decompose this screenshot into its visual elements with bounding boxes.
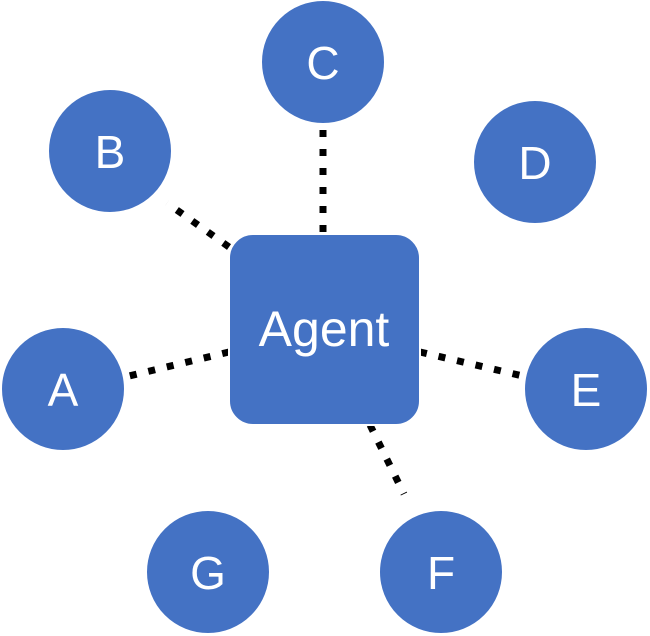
connector-agent-b <box>164 200 232 250</box>
node-g-label: G <box>190 547 226 599</box>
node-d-circle <box>472 99 598 225</box>
node-a-label: A <box>48 364 79 416</box>
node-c: C <box>260 0 386 125</box>
node-f-label: F <box>427 547 455 599</box>
agent-label: Agent <box>259 301 390 357</box>
connector-agent-a <box>124 348 230 381</box>
agent-node: Agent <box>228 233 421 426</box>
node-f: F <box>378 509 504 635</box>
connector-agent-e <box>419 348 528 381</box>
agent-box <box>228 233 421 426</box>
node-b-label: B <box>95 126 126 178</box>
node-f-circle <box>378 509 504 635</box>
node-e-label: E <box>571 364 602 416</box>
node-d-label: D <box>518 137 551 189</box>
node-c-label: C <box>306 37 339 89</box>
node-e: E <box>523 326 649 452</box>
node-b-circle <box>47 88 173 214</box>
node-d: D <box>472 99 598 225</box>
connectors <box>124 124 528 496</box>
connector-agent-f <box>366 423 408 496</box>
node-b: B <box>47 88 173 214</box>
node-e-circle <box>523 326 649 452</box>
node-a-circle <box>0 326 126 452</box>
node-a: A <box>0 326 126 452</box>
node-c-circle <box>260 0 386 125</box>
node-g-circle <box>145 509 271 635</box>
node-g: G <box>145 509 271 635</box>
